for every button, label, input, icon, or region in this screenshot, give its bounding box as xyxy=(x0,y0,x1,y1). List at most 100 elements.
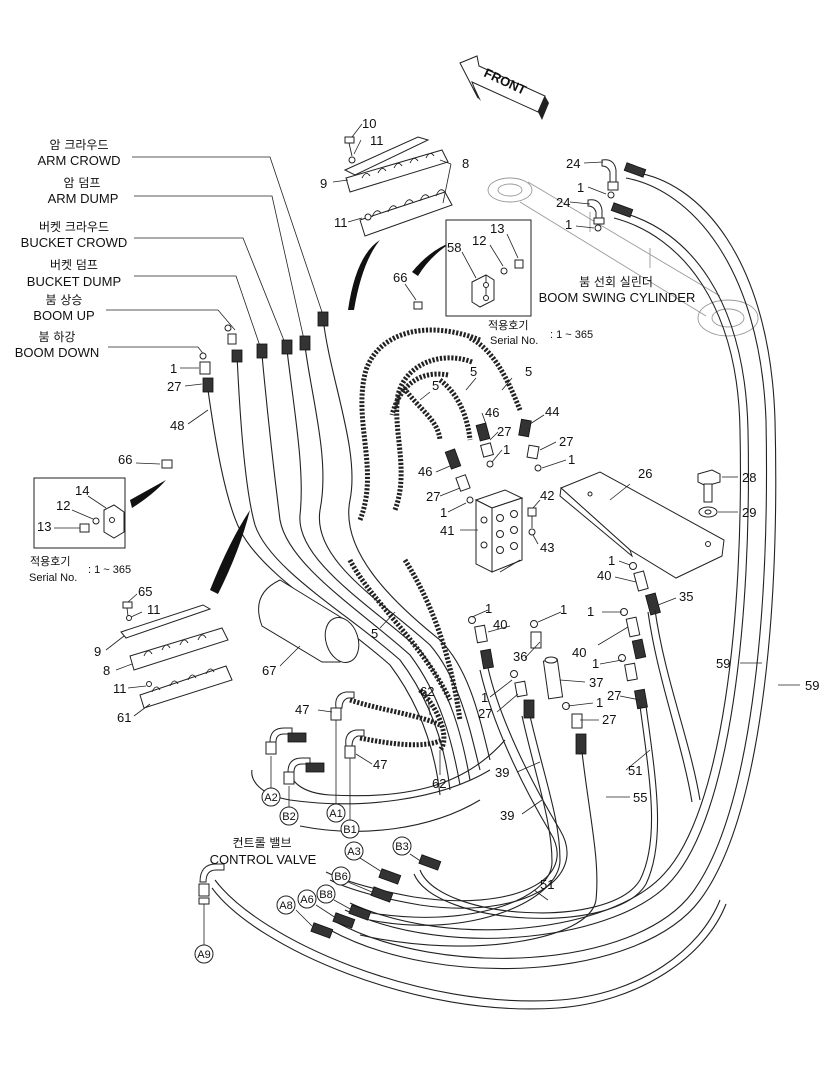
port-A9: A9 xyxy=(197,949,210,961)
part-1: 1 xyxy=(577,180,584,195)
part-5: 5 xyxy=(432,378,439,393)
boom-down-en: BOOM DOWN xyxy=(15,345,100,360)
part-59: 59 xyxy=(716,656,730,671)
part-8: 8 xyxy=(103,663,110,678)
part-27: 27 xyxy=(559,434,573,449)
hose-62 xyxy=(349,696,444,775)
boom-up-ko: 붐 상승 xyxy=(46,293,83,307)
valve-block xyxy=(460,489,541,573)
part-27: 27 xyxy=(607,688,621,703)
part-26: 26 xyxy=(638,466,652,481)
part-39: 39 xyxy=(500,808,514,823)
boom-swing-cylinder xyxy=(487,159,759,337)
part-36: 36 xyxy=(513,649,527,664)
part-29: 29 xyxy=(742,505,756,520)
part-51: 51 xyxy=(540,877,554,892)
protective-sleeve xyxy=(258,579,360,667)
boom-up-en: BOOM UP xyxy=(33,308,94,323)
part-42: 42 xyxy=(540,488,554,503)
port-labels xyxy=(194,787,412,964)
part-13: 13 xyxy=(490,221,504,236)
port-A1: A1 xyxy=(329,808,342,820)
part-27: 27 xyxy=(478,706,492,721)
callout-swoosh xyxy=(210,510,250,594)
port-A2: A2 xyxy=(264,792,277,804)
serial-left-en: Serial No. xyxy=(29,572,77,584)
part-5: 5 xyxy=(525,364,532,379)
part-39: 39 xyxy=(495,765,509,780)
part-27: 27 xyxy=(497,424,511,439)
part-28: 28 xyxy=(742,470,756,485)
bucket-dump-ko: 버켓 덤프 xyxy=(50,258,98,272)
part-12: 12 xyxy=(472,233,486,248)
part-5: 5 xyxy=(470,364,477,379)
boom-swing-ko: 붐 선회 실린더 xyxy=(579,275,653,289)
part-8: 8 xyxy=(462,156,469,171)
part-1: 1 xyxy=(565,217,572,232)
port-A6: A6 xyxy=(300,894,313,906)
part-40: 40 xyxy=(493,617,507,632)
port-B2: B2 xyxy=(282,811,295,823)
part-46: 46 xyxy=(418,464,432,479)
bucket-dump-en: BUCKET DUMP xyxy=(27,274,121,289)
top-clamp-assembly xyxy=(332,123,453,237)
port-B3: B3 xyxy=(395,841,408,853)
part-46: 46 xyxy=(485,405,499,420)
control-valve-fittings xyxy=(198,691,442,946)
right-fittings xyxy=(468,560,701,803)
port-A3: A3 xyxy=(347,846,360,858)
part-55: 55 xyxy=(633,790,647,805)
arm-dump-en: ARM DUMP xyxy=(48,191,119,206)
serial-top-ko: 적용호기 xyxy=(488,319,528,332)
port-B6: B6 xyxy=(334,871,347,883)
serial-left-range: : 1 ~ 365 xyxy=(88,564,131,576)
part-1: 1 xyxy=(587,604,594,619)
part-1: 1 xyxy=(485,601,492,616)
callout-swoosh xyxy=(412,242,452,276)
part-44: 44 xyxy=(545,404,559,419)
part-5: 5 xyxy=(371,626,378,641)
part-47: 47 xyxy=(373,757,387,772)
part-27: 27 xyxy=(167,379,181,394)
part-9: 9 xyxy=(94,644,101,659)
part-1: 1 xyxy=(596,695,603,710)
bracket xyxy=(559,469,738,579)
part-27: 27 xyxy=(426,489,440,504)
part-40: 40 xyxy=(597,568,611,583)
boom-down-ko: 붐 하강 xyxy=(39,330,76,344)
part-66: 66 xyxy=(118,452,132,467)
control-valve-ko: 컨트롤 밸브 xyxy=(232,836,291,850)
part-1: 1 xyxy=(170,361,177,376)
part-24: 24 xyxy=(566,156,580,171)
part-47: 47 xyxy=(295,702,309,717)
part-62: 62 xyxy=(432,776,446,791)
detail-box-top xyxy=(404,219,532,317)
part-58: 58 xyxy=(447,240,461,255)
part-11: 11 xyxy=(370,133,384,148)
part-35: 35 xyxy=(679,589,693,604)
serial-top-range: : 1 ~ 365 xyxy=(550,329,593,341)
hose-59 xyxy=(329,162,800,970)
part-1: 1 xyxy=(608,553,615,568)
part-12: 12 xyxy=(56,498,70,513)
part-1: 1 xyxy=(481,690,488,705)
part-48: 48 xyxy=(170,418,184,433)
arm-crowd-ko: 암 크라우드 xyxy=(49,138,108,152)
arm-crowd-en: ARM CROWD xyxy=(37,153,120,168)
lower-clamp-assembly xyxy=(105,593,233,717)
part-1: 1 xyxy=(568,452,575,467)
part-41: 41 xyxy=(440,523,454,538)
part-1: 1 xyxy=(592,656,599,671)
hose-bundle-48 xyxy=(180,311,491,796)
part-1: 1 xyxy=(440,505,447,520)
part-65: 65 xyxy=(138,584,152,599)
part-11: 11 xyxy=(113,681,127,696)
front-arrow: FRONT xyxy=(459,55,549,120)
part-1: 1 xyxy=(560,602,567,617)
circuit-labels: 암 크라우드 ARM CROWD 암 덤프 ARM DUMP 버켓 크라우드 B… xyxy=(15,138,128,360)
part-51: 51 xyxy=(628,763,642,778)
callout-swoosh xyxy=(130,480,166,508)
part-1: 1 xyxy=(503,442,510,457)
part-10: 10 xyxy=(362,116,376,131)
